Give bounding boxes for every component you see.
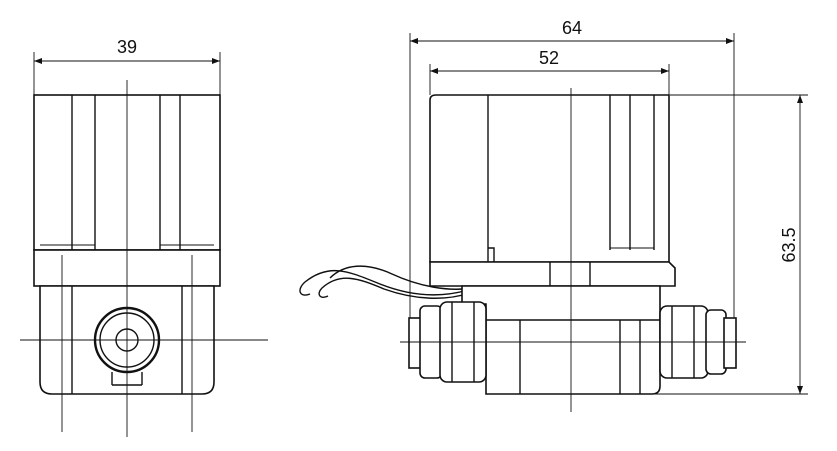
dim-side-overall-width-label: 64 (562, 18, 582, 38)
side-view: 64 52 63.5 (299, 18, 808, 412)
dim-front-width: 39 (33, 37, 221, 95)
dim-side-overall-width: 64 (409, 18, 735, 318)
front-view: 39 (20, 37, 268, 437)
lead-wires (299, 265, 473, 299)
side-valve-body (461, 285, 661, 395)
dim-front-width-label: 39 (117, 37, 137, 57)
dim-side-body-width-label: 52 (539, 48, 559, 68)
dim-side-height-label: 63.5 (779, 227, 799, 262)
dim-side-body-width: 52 (429, 48, 670, 95)
side-base-plate (429, 261, 676, 287)
side-coil-body (429, 94, 670, 263)
